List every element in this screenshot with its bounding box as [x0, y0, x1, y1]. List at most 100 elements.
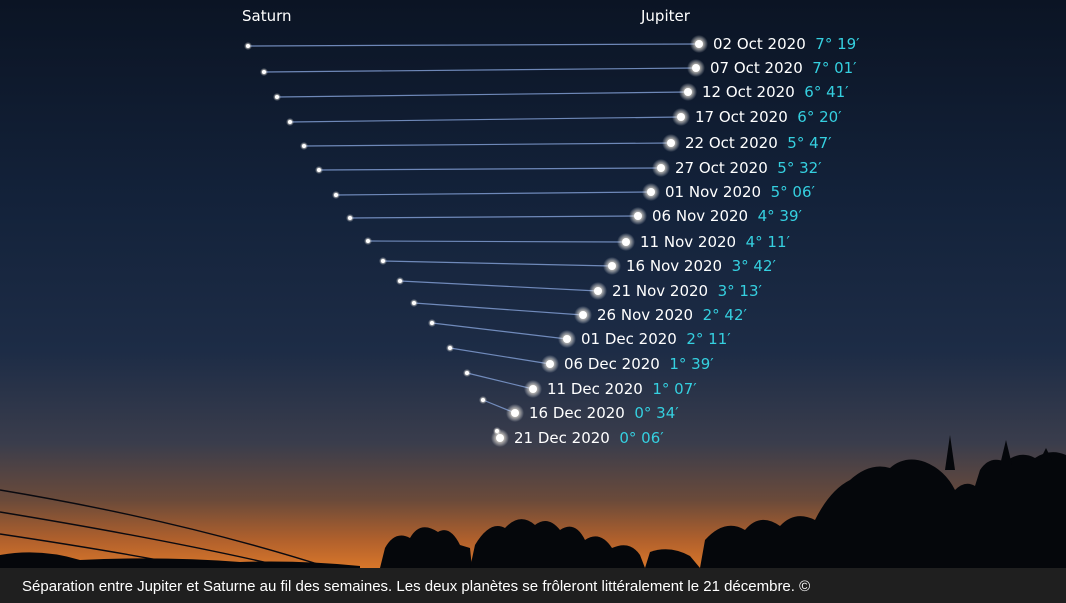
- separation-value: 7° 01′: [812, 59, 857, 77]
- jupiter-marker-core: [634, 212, 642, 220]
- separation-line: [399, 280, 599, 292]
- separation-line: [466, 372, 534, 390]
- saturn-marker-core: [262, 70, 266, 74]
- separation-value: 0° 06′: [619, 429, 664, 447]
- date-label: 27 Oct 2020 5° 32′: [675, 159, 822, 177]
- separation-value: 2° 11′: [686, 330, 731, 348]
- jupiter-marker-core: [608, 262, 616, 270]
- saturn-marker-core: [302, 144, 306, 148]
- separation-value: 3° 13′: [718, 282, 763, 300]
- date-labels: 02 Oct 2020 7° 19′07 Oct 2020 7° 01′12 O…: [514, 35, 860, 447]
- jupiter-marker-core: [594, 287, 602, 295]
- date-label: 11 Dec 2020 1° 07′: [547, 380, 697, 398]
- date-text: 06 Nov 2020: [652, 207, 758, 225]
- jupiter-marker-core: [529, 385, 537, 393]
- saturn-marker-core: [366, 239, 370, 243]
- caption-text: Séparation entre Jupiter et Saturne au f…: [22, 578, 811, 595]
- separation-line: [431, 322, 568, 340]
- separation-value: 1° 07′: [652, 380, 697, 398]
- date-text: 06 Dec 2020: [564, 355, 669, 373]
- date-label: 16 Nov 2020 3° 42′: [626, 257, 777, 275]
- tree-silhouettes: [0, 435, 1066, 568]
- caption-bar: Séparation entre Jupiter et Saturne au f…: [0, 568, 1066, 603]
- saturn-marker-core: [481, 398, 485, 402]
- separation-line: [263, 67, 697, 73]
- saturn-marker-core: [398, 279, 402, 283]
- separation-line: [289, 116, 682, 123]
- separation-value: 2° 42′: [703, 306, 748, 324]
- date-text: 01 Nov 2020: [665, 183, 771, 201]
- separation-value: 4° 11′: [746, 233, 791, 251]
- separation-value: 4° 39′: [758, 207, 803, 225]
- date-label: 02 Oct 2020 7° 19′: [713, 35, 860, 53]
- date-label: 06 Nov 2020 4° 39′: [652, 207, 803, 225]
- saturn-marker-core: [334, 193, 338, 197]
- jupiter-marker-core: [667, 139, 675, 147]
- separation-value: 6° 20′: [797, 108, 842, 126]
- jupiter-marker-core: [579, 311, 587, 319]
- separation-value: 1° 39′: [669, 355, 714, 373]
- date-text: 26 Nov 2020: [597, 306, 703, 324]
- saturn-marker-core: [288, 120, 292, 124]
- separation-line: [303, 142, 672, 147]
- saturn-marker-core: [465, 371, 469, 375]
- date-text: 22 Oct 2020: [685, 134, 787, 152]
- separation-value: 6° 41′: [804, 83, 849, 101]
- saturn-marker-core: [381, 259, 385, 263]
- jupiter-marker-core: [647, 188, 655, 196]
- separation-value: 5° 47′: [787, 134, 832, 152]
- separation-value: 7° 19′: [815, 35, 860, 53]
- saturn-label: Saturn: [242, 7, 292, 25]
- planet-positions: [244, 35, 708, 447]
- separation-value: 5° 32′: [777, 159, 822, 177]
- saturn-marker-core: [275, 95, 279, 99]
- date-text: 21 Nov 2020: [612, 282, 718, 300]
- jupiter-marker-core: [677, 113, 685, 121]
- saturn-marker-core: [448, 346, 452, 350]
- separation-line: [335, 191, 652, 196]
- saturn-marker-core: [412, 301, 416, 305]
- date-label: 21 Dec 2020 0° 06′: [514, 429, 664, 447]
- night-sky-photo: Saturn Jupiter 02 Oct 2020 7° 19′07 Oct …: [0, 0, 1066, 568]
- jupiter-marker-core: [546, 360, 554, 368]
- jupiter-marker-core: [563, 335, 571, 343]
- jupiter-label: Jupiter: [640, 7, 691, 25]
- separation-line: [413, 302, 584, 316]
- separation-value: 3° 42′: [732, 257, 777, 275]
- separation-line: [449, 347, 551, 365]
- separation-value: 0° 34′: [634, 404, 679, 422]
- date-text: 12 Oct 2020: [702, 83, 804, 101]
- separation-lines: [247, 43, 700, 439]
- jupiter-marker-core: [657, 164, 665, 172]
- date-text: 21 Dec 2020: [514, 429, 619, 447]
- saturn-marker-core: [430, 321, 434, 325]
- date-text: 11 Nov 2020: [640, 233, 746, 251]
- date-label: 26 Nov 2020 2° 42′: [597, 306, 748, 324]
- date-label: 11 Nov 2020 4° 11′: [640, 233, 791, 251]
- date-text: 01 Dec 2020: [581, 330, 686, 348]
- date-text: 17 Oct 2020: [695, 108, 797, 126]
- separation-line: [247, 43, 700, 47]
- date-label: 21 Nov 2020 3° 13′: [612, 282, 763, 300]
- date-label: 22 Oct 2020 5° 47′: [685, 134, 832, 152]
- separation-value: 5° 06′: [771, 183, 816, 201]
- separation-line: [367, 240, 627, 243]
- saturn-marker-core: [348, 216, 352, 220]
- date-label: 01 Dec 2020 2° 11′: [581, 330, 731, 348]
- date-text: 11 Dec 2020: [547, 380, 652, 398]
- date-label: 16 Dec 2020 0° 34′: [529, 404, 679, 422]
- date-label: 01 Nov 2020 5° 06′: [665, 183, 816, 201]
- separation-line: [276, 91, 689, 98]
- jupiter-marker-core: [511, 409, 519, 417]
- date-text: 02 Oct 2020: [713, 35, 815, 53]
- date-text: 07 Oct 2020: [710, 59, 812, 77]
- separation-line: [349, 215, 639, 219]
- date-text: 16 Dec 2020: [529, 404, 634, 422]
- separation-line: [318, 167, 662, 171]
- saturn-marker-core: [317, 168, 321, 172]
- date-label: 17 Oct 2020 6° 20′: [695, 108, 842, 126]
- date-label: 07 Oct 2020 7° 01′: [710, 59, 857, 77]
- date-text: 27 Oct 2020: [675, 159, 777, 177]
- jupiter-marker-core: [695, 40, 703, 48]
- date-label: 12 Oct 2020 6° 41′: [702, 83, 849, 101]
